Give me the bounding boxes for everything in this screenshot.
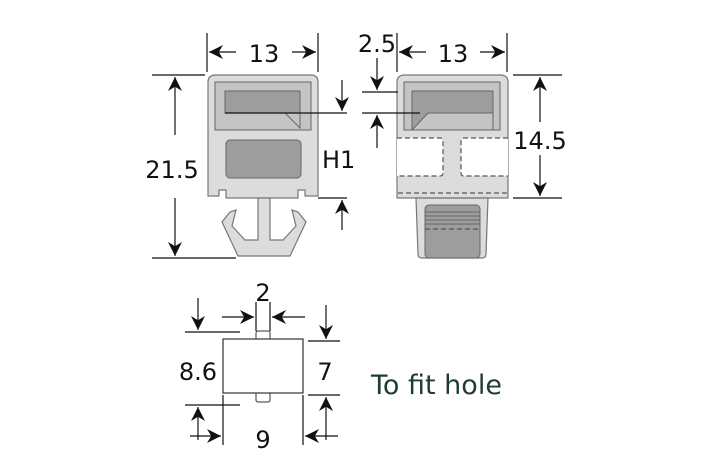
hole-width-label: 9 [255,426,270,454]
lower-window [225,139,302,179]
overall-height-label: 21.5 [145,156,198,184]
dimension-lines [152,33,562,259]
side-view [396,74,509,259]
hidden-window-right [460,137,508,177]
slot-inner [224,90,301,114]
caption-to-fit-hole: To fit hole [370,370,502,401]
hole-diagram [185,298,340,445]
inner-height-label: 7 [317,358,332,386]
peg-width-label: 2 [255,279,270,307]
hole-outline [222,338,304,394]
front-view [207,74,319,257]
anchor-stem [221,197,307,257]
anchor-tab [424,204,481,259]
slot-ramp-side [410,112,494,131]
outer-height-label: 8.6 [179,358,217,386]
width-label-side: 13 [438,40,469,68]
hidden-window-left [397,137,444,177]
body-height-label: 14.5 [513,127,566,155]
slot-gap-label: 2.5 [358,30,396,58]
width-label-front: 13 [249,40,280,68]
h1-label: H1 [322,146,355,174]
